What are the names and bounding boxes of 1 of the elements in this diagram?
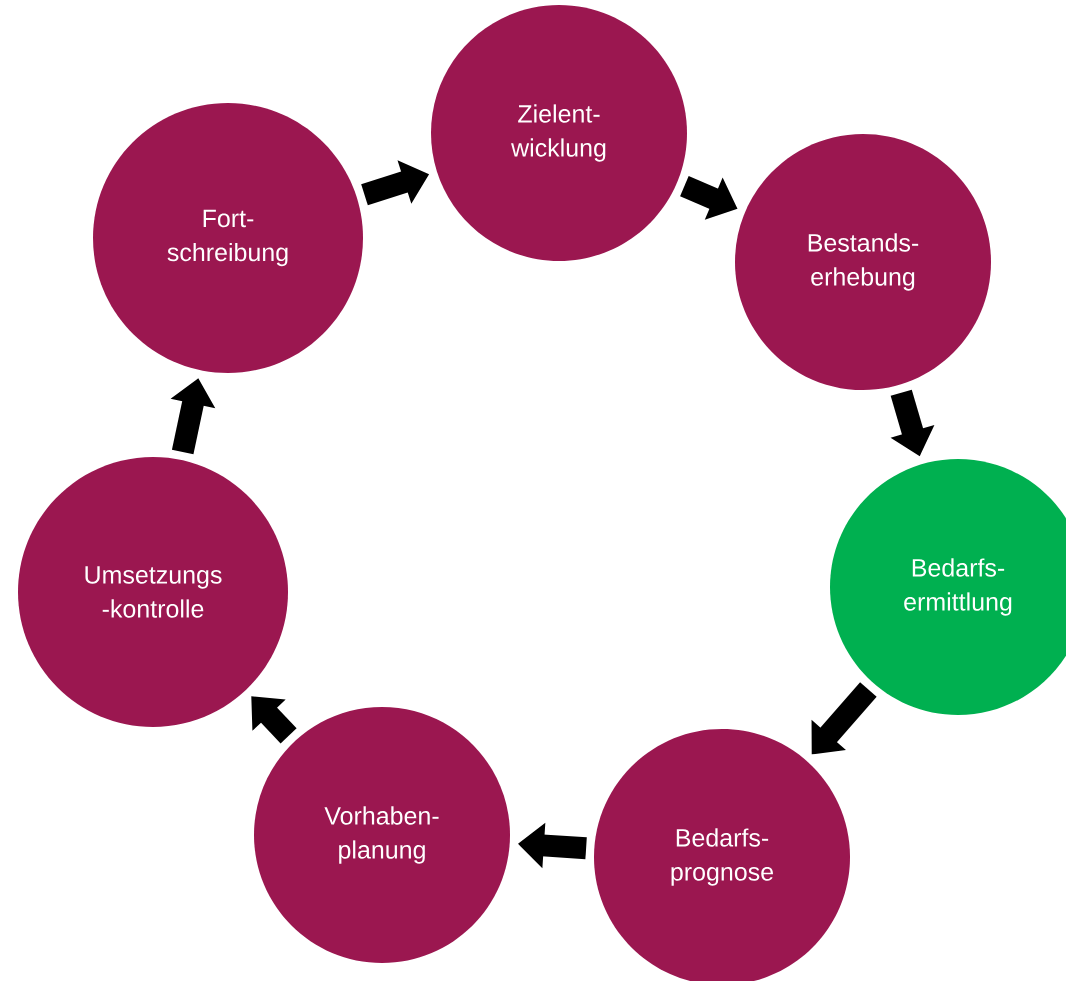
block-arrow [251,696,297,744]
